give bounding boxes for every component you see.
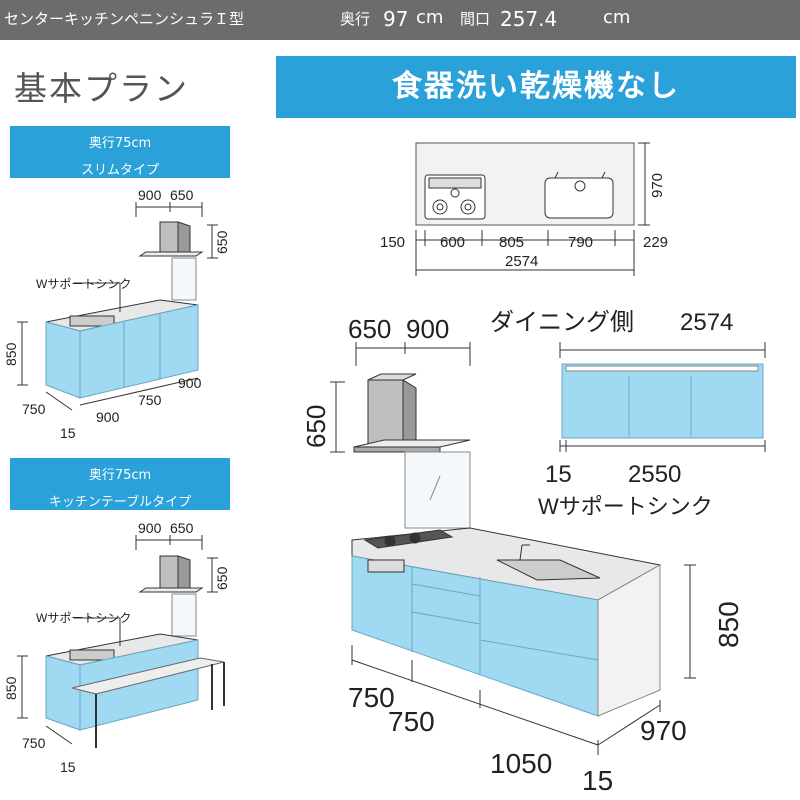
header-bar: センターキッチンペニンシュラＩ型 奥行 97 cm 間口 257.4 cm [0,0,800,40]
table-sink-label: Wサポートシンク [36,611,131,625]
seg-805: 805 [499,234,524,251]
variant-type: キッチンテーブルタイプ [48,495,192,510]
width-label: 間口 [460,10,491,28]
base-mid-dim: 750 [388,706,435,737]
slim-dim-b: 900 [96,409,120,425]
dining-width-dim: 2574 [680,309,733,336]
table-kitchen-view [17,535,225,748]
variant-banner-table: 奥行75cm キッチンテーブルタイプ [10,458,230,510]
slim-dim-d: 900 [178,375,202,391]
slim-gap: 15 [60,425,76,441]
table-height: 850 [3,676,19,700]
product-title: センターキッチンペニンシュラＩ型 [4,10,245,28]
dining-seg-main: 2550 [628,461,681,488]
slim-kitchen-view [17,202,218,411]
seg-150: 150 [380,234,405,251]
main-height-dim: 850 [713,601,744,648]
variant-banner-slim: 奥行75cm スリムタイプ [10,126,230,178]
table-hood-depth: 650 [170,520,194,536]
seg-229: 229 [643,234,668,251]
main-banner: 食器洗い乾燥機なし [276,56,796,118]
top-depth-dim: 970 [649,173,666,198]
dining-view [559,342,766,452]
seg-600: 600 [440,234,465,251]
slim-dim-c: 750 [138,392,162,408]
top-total-dim: 2574 [505,253,538,270]
table-hood-height: 650 [214,566,230,590]
sink-icon [544,171,614,219]
width-value: 257.4 [500,7,558,31]
slim-height: 850 [3,342,19,366]
hood-height-dim: 650 [301,405,331,448]
hob-icon [424,174,486,220]
hood-depth-dim: 650 [348,314,391,344]
main-kitchen-view [330,342,696,755]
slim-hood-depth: 650 [170,187,194,203]
sink-label: Wサポートシンク [538,494,713,519]
variant-type: スリムタイプ [80,163,159,178]
hood-width-dim: 900 [406,314,449,344]
depth-label: 奥行 [340,10,371,28]
width-unit: cm [603,7,631,28]
seg-790: 790 [568,234,593,251]
depth-value: 97 [383,7,409,31]
main-depth-dim: 970 [640,715,687,746]
slim-dim-a: 750 [22,401,46,417]
top-plan-view [415,142,650,276]
dining-seg-left: 15 [545,461,572,488]
base-left-dim: 750 [348,682,395,713]
slim-hood-width: 900 [138,187,162,203]
slim-hood-height: 650 [214,230,230,254]
dining-label: ダイニング側 [490,309,634,336]
depth-unit: cm [416,7,444,28]
table-hood-width: 900 [138,520,162,536]
slim-sink-label: Wサポートシンク [36,277,131,291]
plan-title: 基本プラン [14,69,189,108]
base-right-dim: 1050 [490,748,552,779]
variant-depth: 奥行75cm [88,136,152,151]
table-dim-a: 750 [22,735,46,751]
main-gap-dim: 15 [582,765,613,796]
variant-depth: 奥行75cm [88,468,152,483]
table-gap: 15 [60,759,76,775]
